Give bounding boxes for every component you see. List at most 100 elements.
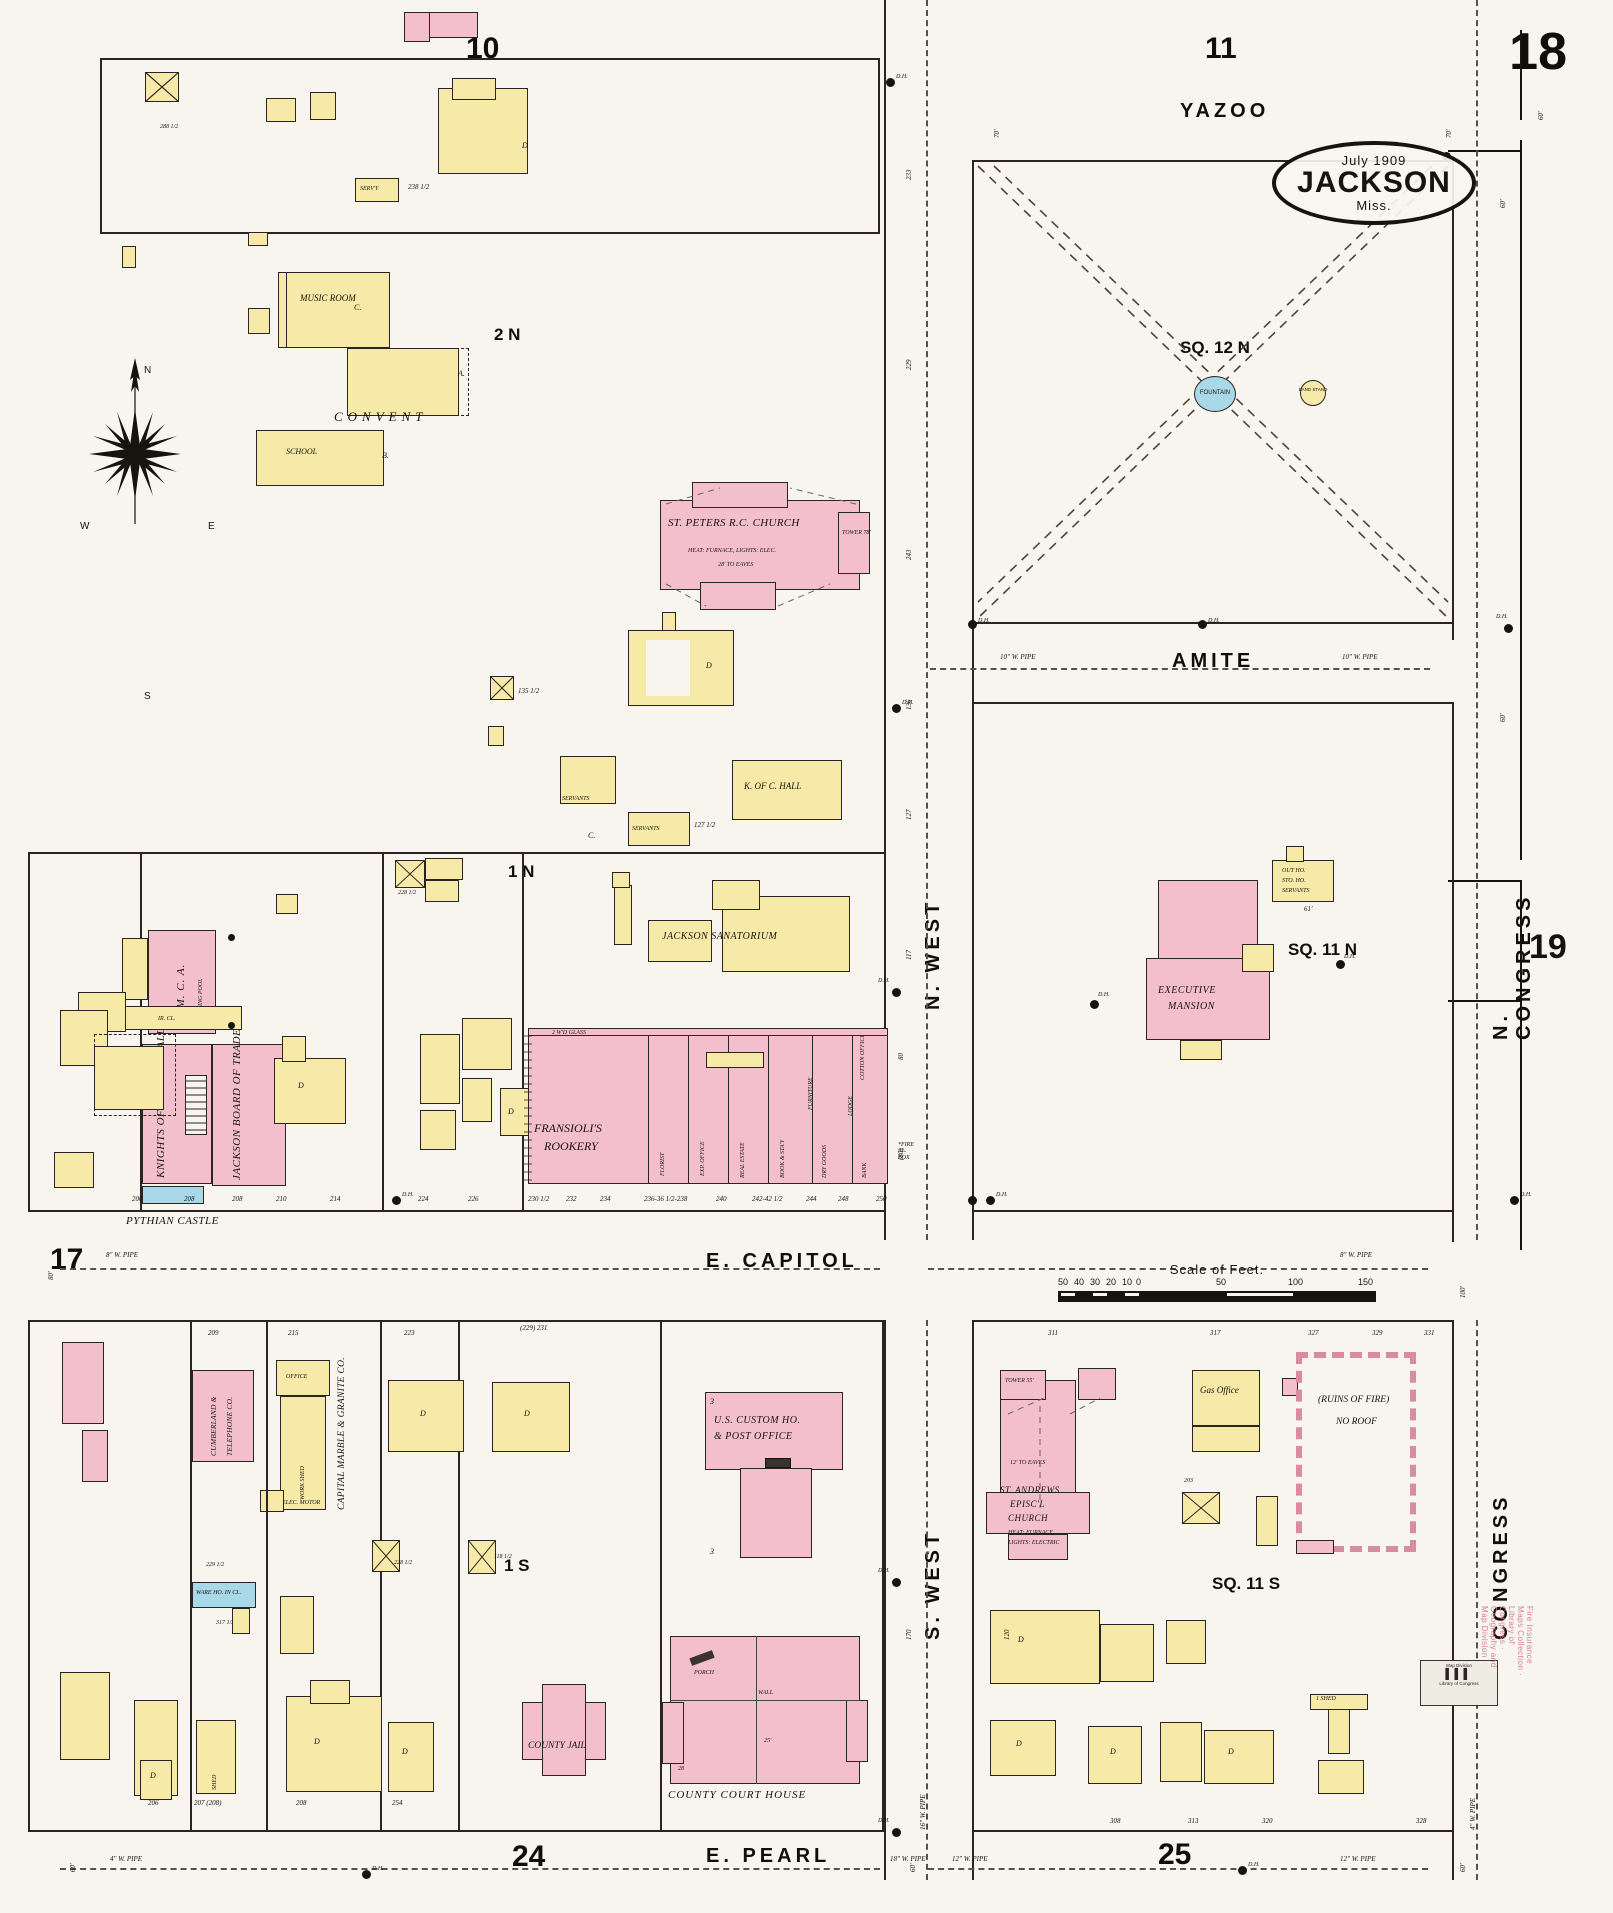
detail-3-custom2: 3 — [710, 1547, 714, 1556]
building-ls-d5 — [388, 1722, 434, 1792]
block-sq12n: SQ. 12 N — [1180, 338, 1250, 357]
stamp-line1: Map Division — [1446, 1663, 1472, 1668]
cartouche-date: July 1909 — [1341, 153, 1407, 168]
hydrant-label: D.H. — [1520, 1192, 1532, 1198]
building-ruins-foot — [1296, 1540, 1334, 1554]
storefront-divider — [648, 1032, 650, 1184]
label-cumberland-telephone-2: TELEPHONE CO. — [225, 1396, 234, 1456]
building-music-room — [286, 272, 390, 348]
street-edge-west-east — [972, 160, 974, 1240]
hydrant-label: D.H. — [1344, 954, 1356, 960]
street-edge-pearl-west — [28, 1830, 884, 1832]
building-sq11s-d1 — [990, 1610, 1100, 1684]
block-boundary — [882, 1320, 884, 1832]
building-cumberland-telephone — [192, 1370, 254, 1462]
building-sq11s-e — [1318, 1760, 1364, 1794]
label-florist: FLORIST — [660, 1152, 666, 1176]
adjacent-sheet-25: 25 — [1158, 1838, 1192, 1871]
library-stamp: Map Division ▌▌▌ Library of Congress — [1420, 1660, 1498, 1706]
building-d-trade — [274, 1058, 346, 1124]
addr-317half: 203 — [1184, 1478, 1193, 1484]
lot-line — [190, 1320, 192, 1832]
adjacent-sheet-17: 17 — [50, 1243, 84, 1276]
building-sq11s-a — [1100, 1624, 1154, 1682]
water-pipe-capitol — [928, 1268, 1428, 1270]
block-boundary — [878, 58, 880, 234]
building-mid-a — [420, 1034, 460, 1104]
adjacent-sheet-11: 11 — [1205, 32, 1237, 65]
label-exec-out3: SERVANTS — [1282, 888, 1310, 894]
addr-208b: 208 — [232, 1195, 243, 1203]
compass-label-e: E — [208, 521, 215, 532]
block-boundary — [28, 1210, 884, 1212]
building-ls-d4 — [286, 1696, 382, 1792]
label-work-shed: WORK SHED — [300, 1466, 306, 1500]
hydrant-dot — [968, 620, 977, 629]
label-bank: BANK — [862, 1162, 868, 1178]
building-st-andrews-vestry — [1078, 1368, 1116, 1400]
water-pipe-amite — [930, 668, 1430, 670]
water-pipe-pearl-w — [60, 1868, 880, 1870]
building-sanatorium-ext — [712, 880, 760, 910]
hydrant-dot — [1238, 1866, 1247, 1875]
addr-215: 215 — [288, 1329, 299, 1337]
detail-d-rectory: D — [706, 661, 712, 670]
building-sq11s-shed — [1310, 1694, 1368, 1710]
dim-80: 80 — [897, 1053, 905, 1060]
block-sq11n: SQ. 11 N — [1288, 940, 1357, 959]
detail-b: B. — [382, 451, 389, 460]
lot-line — [140, 852, 142, 1210]
hydrant-label: D.H. — [1496, 614, 1508, 620]
building-sm-b — [310, 92, 336, 120]
hydrant-dot — [892, 704, 901, 713]
block-sq11s: SQ. 11 S — [1212, 1574, 1281, 1593]
building-ruins-of-fire — [1296, 1352, 1416, 1552]
building-sq11s-sm — [1256, 1496, 1278, 1546]
building-sm-d — [248, 232, 268, 246]
lot-line — [458, 1320, 460, 1832]
label-ruins-2: NO ROOF — [1336, 1417, 1377, 1427]
building-st-peters-transept-n — [692, 482, 788, 508]
sheet-number: 18 — [1509, 23, 1567, 81]
building-pythian-porch — [142, 1186, 204, 1204]
label-board-of-trade: JACKSON BOARD OF TRADE — [231, 1028, 243, 1180]
building-ls-b — [82, 1430, 108, 1482]
detail-d-top: D — [522, 141, 528, 150]
scale-tick-10: 10 — [1122, 1277, 1133, 1287]
building-county-jail-cross — [542, 1684, 586, 1776]
detail-glass-roof: 2 W'D GLASS — [552, 1030, 586, 1036]
addr-228half: 118 1/2 — [494, 1554, 512, 1560]
dim-60-a: 60' — [1499, 199, 1507, 209]
courthouse-divider — [670, 1700, 860, 1702]
x-mark-icon — [395, 860, 425, 888]
building-st-peters-apse — [700, 582, 776, 610]
hydrant-dot — [1504, 624, 1513, 633]
addr-230half: 230 1/2 — [528, 1195, 550, 1203]
label-servy: SERV'Y — [360, 186, 379, 192]
dim-60-e: 60' — [1459, 1863, 1467, 1873]
dim-233: 233 — [905, 169, 913, 181]
storefront-divider — [728, 1032, 730, 1184]
fountain — [1194, 376, 1236, 412]
hydrant-dot — [892, 1578, 901, 1587]
building-work-shed — [280, 1396, 326, 1510]
label-fransiolis-rookery-2: ROOKERY — [544, 1139, 598, 1153]
dim-70-b: 70' — [1445, 129, 1453, 139]
label-custom-house-1: U.S. CUSTOM HO. — [714, 1415, 801, 1426]
building-sm-a — [266, 98, 296, 122]
dim-243: 229 — [905, 359, 913, 371]
rookery-front-wall — [528, 1028, 888, 1036]
scale-ticks: 50 40 30 20 10 0 50 100 150 — [1058, 1277, 1376, 1291]
hydrant-dot — [1198, 620, 1207, 629]
label-office: OFFICE — [286, 1374, 308, 1380]
label-elec-motor: ELEC. MOTOR — [282, 1500, 321, 1506]
label-st-peters-note2: 28' TO EAVES — [718, 562, 754, 568]
block-boundary — [28, 852, 884, 854]
dim-136: 136 — [905, 699, 913, 711]
skylight-dot — [228, 934, 235, 941]
cartouche-state: Miss. — [1356, 198, 1392, 213]
water-pipe-pearl-e — [928, 1868, 1428, 1870]
st-peters-roof-lines — [665, 487, 857, 607]
building-sq11s-d2 — [990, 1720, 1056, 1776]
building-ls-a — [62, 1342, 104, 1424]
